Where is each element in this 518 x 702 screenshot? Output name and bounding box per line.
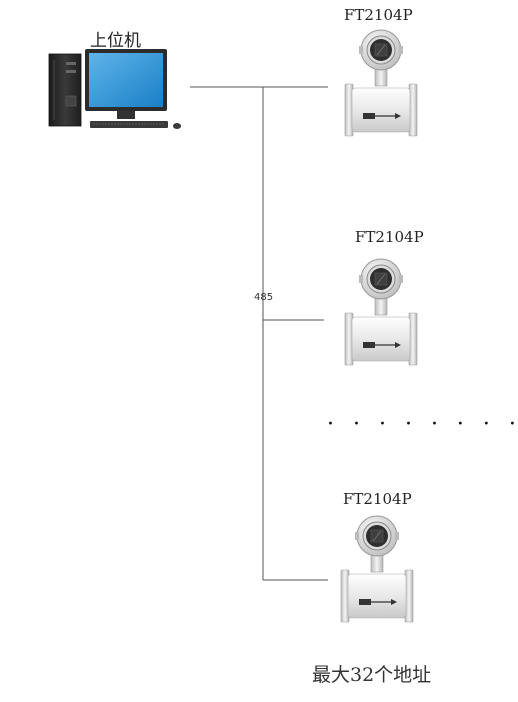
ellipsis-indicator: · · · · · · · ·: [327, 412, 518, 437]
max-address-note: 最大32个地址: [312, 664, 432, 686]
flowmeter-icon: [340, 515, 414, 623]
meter-label: FT2104P: [343, 490, 412, 508]
bus-wiring: [190, 86, 328, 581]
host-label: 上位机: [90, 31, 141, 51]
flowmeter-icon: [344, 29, 418, 137]
meter-label: FT2104P: [344, 6, 413, 24]
bus-label: 485: [254, 292, 274, 303]
desktop-computer-icon: [48, 49, 181, 129]
flowmeter-icon: [344, 258, 418, 366]
meter-label: FT2104P: [355, 228, 424, 246]
